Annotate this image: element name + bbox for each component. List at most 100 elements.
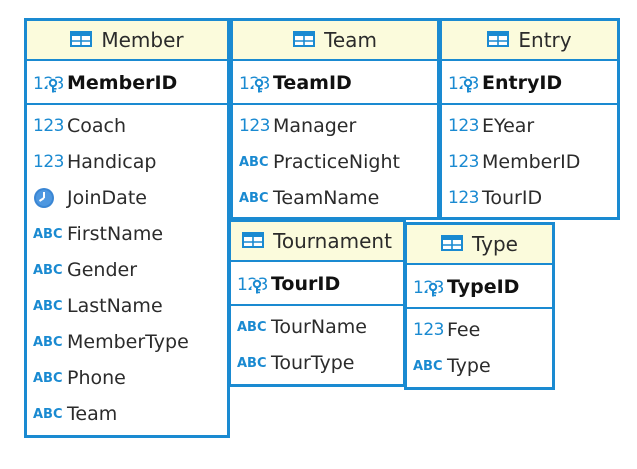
number-icon: 123 [33,116,64,136]
table-icon [441,232,464,256]
column-name: EYear [482,115,535,137]
text-icon: ABC [239,190,269,206]
column-name: LastName [67,295,163,317]
number-icon: 123 [448,188,479,208]
entity-member[interactable]: Member123MemberID123Coach123HandicapJoin… [24,18,230,438]
column-name: TourID [271,273,341,295]
text-icon: ABC [33,334,63,350]
primary-key-section: 123TeamID [233,61,437,105]
column-name: MemberID [482,151,581,173]
text-icon: ABC [237,355,267,371]
entity-header: Type [407,225,552,265]
column-name: Team [67,403,118,425]
key-glyph [251,278,263,300]
primary-key-row[interactable]: 123EntryID [442,64,617,102]
column-name: TypeID [447,276,520,298]
column-name: TeamID [273,72,352,94]
text-icon: ABC [33,370,63,386]
primary-key-icon: 123 [239,72,273,94]
column-name: MemberType [67,331,189,353]
column-name: TourID [482,187,543,209]
primary-key-section: 123TypeID [407,265,552,309]
text-icon: ABC [33,226,63,242]
table-icon [242,229,265,253]
text-icon: ABC [239,154,269,170]
key-glyph [253,77,265,99]
entity-header: Member [27,21,227,61]
column-name: Manager [273,115,357,137]
entity-tournament[interactable]: Tournament123TourIDABCTourNameABCTourTyp… [228,219,406,387]
primary-key-icon: 123 [33,72,67,94]
column-name: Handicap [67,151,157,173]
entity-title: Entry [518,28,572,52]
entity-title: Team [324,28,377,52]
column-name: JoinDate [67,187,147,209]
key-glyph [427,281,439,303]
number-icon: 123 [33,152,64,172]
text-icon: ABC [33,406,63,422]
entity-type[interactable]: Type123TypeID123FeeABCType [404,222,555,390]
entity-header: Tournament [231,222,403,262]
table-icon [293,28,316,52]
key-glyph [47,77,59,99]
column-name: FirstName [67,223,164,245]
primary-key-icon: 123 [237,273,271,295]
primary-key-icon: 123 [413,276,447,298]
text-icon: ABC [33,262,63,278]
column-name: Gender [67,259,138,281]
text-icon: ABC [413,358,443,374]
entity-title: Tournament [273,229,392,253]
clock-icon [33,187,67,210]
text-icon: ABC [33,298,63,314]
column-name: TourType [271,352,355,374]
entity-header: Team [233,21,437,61]
entity-title: Type [472,232,518,256]
column-name: TeamName [273,187,380,209]
column-name: TourName [271,316,367,338]
entity-title: Member [101,28,184,52]
number-icon: 123 [239,116,270,136]
column-name: PracticeNight [273,151,400,173]
number-icon: 123 [448,152,479,172]
column-name: EntryID [482,72,563,94]
entity-entry[interactable]: Entry123EntryID123EYear123MemberID123Tou… [439,18,620,220]
primary-key-row[interactable]: 123TypeID [407,268,552,306]
column-name: MemberID [67,72,178,94]
column-name: Fee [447,319,481,341]
entity-team[interactable]: Team123TeamID123ManagerABCPracticeNightA… [230,18,440,220]
column-name: Phone [67,367,126,389]
table-icon [70,28,93,52]
number-icon: 123 [448,116,479,136]
column-row[interactable]: JoinDate [27,180,227,216]
column-name: Coach [67,115,127,137]
column-name: Type [447,355,491,377]
text-icon: ABC [237,319,267,335]
primary-key-row[interactable]: 123TeamID [233,64,437,102]
